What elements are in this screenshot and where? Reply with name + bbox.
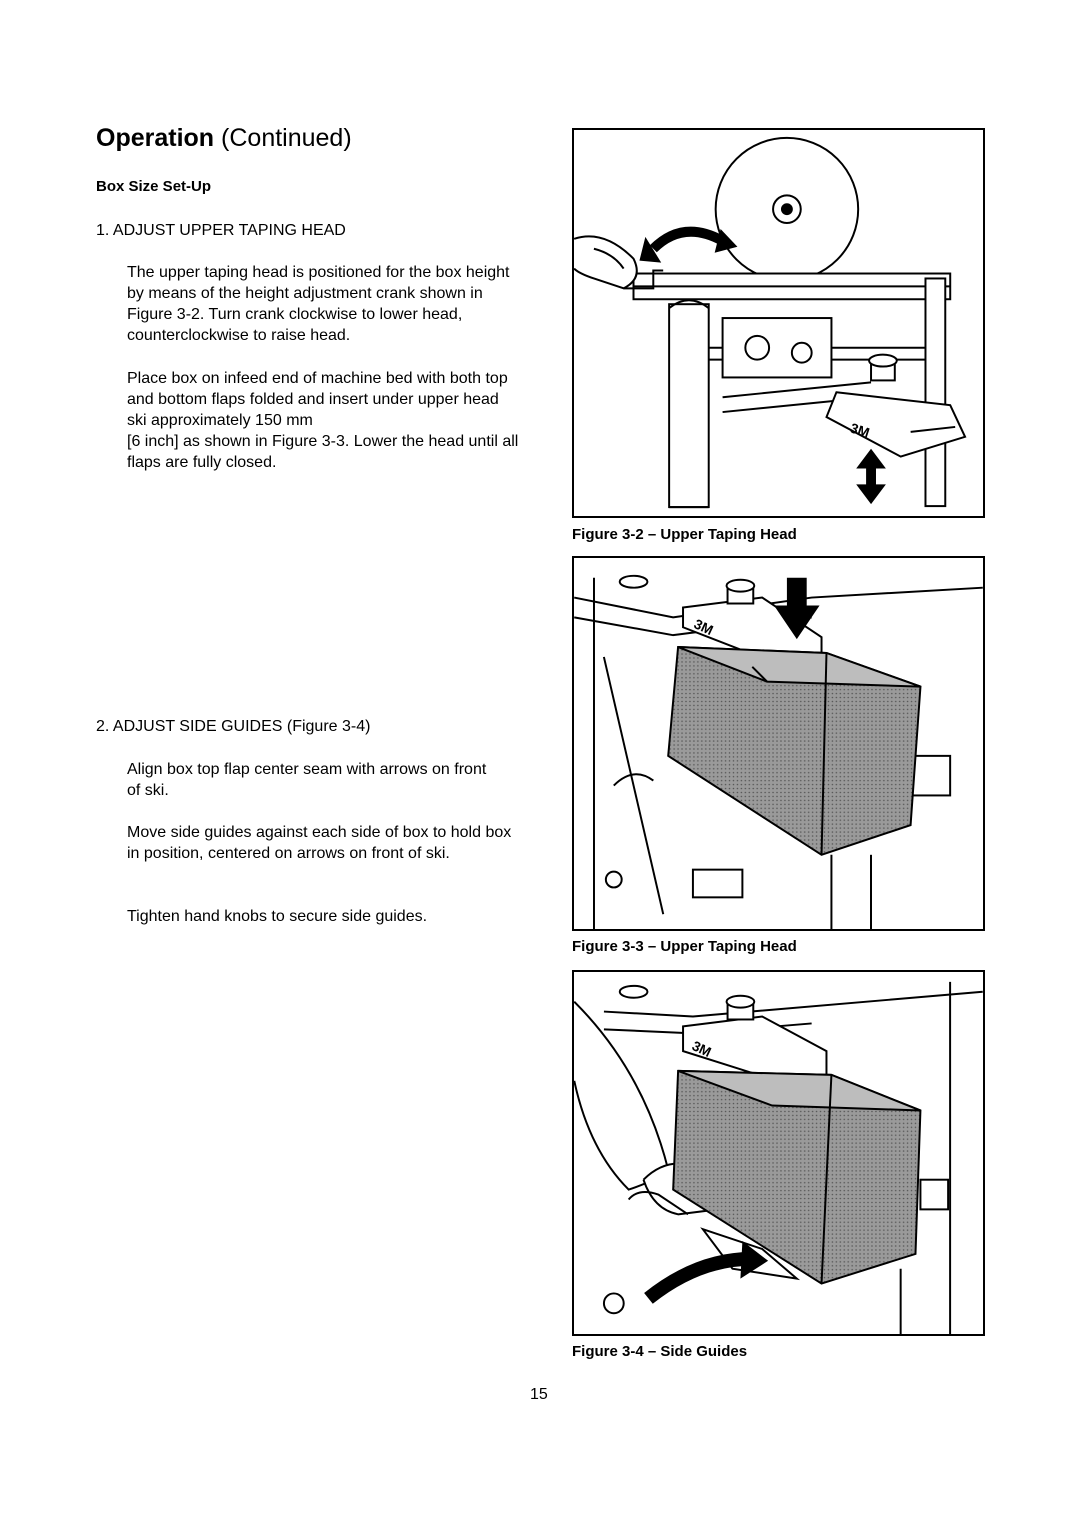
step-1-paragraph-3: [6 inch] as shown in Figure 3-3. Lower t…	[127, 433, 519, 471]
step-2-paragraph-1: Align box top flap center seam with arro…	[127, 761, 487, 799]
step-2-paragraph-2: Move side guides against each side of bo…	[127, 824, 512, 862]
figure-3-4-illustration: 3M	[572, 970, 985, 1336]
page-title: Operation (Continued)	[96, 124, 352, 153]
step-1-paragraph-1: The upper taping head is positioned for …	[127, 264, 510, 344]
figure-3-2-caption: Figure 3-2 – Upper Taping Head	[572, 526, 797, 543]
step-1-heading: 1. ADJUST UPPER TAPING HEAD	[96, 222, 346, 239]
figure-3-4-caption: Figure 3-4 – Side Guides	[572, 1343, 748, 1360]
figure-3-3-illustration: 3M	[572, 556, 985, 931]
logo-3m: 3M	[692, 615, 716, 638]
figure-3-3-caption: Figure 3-3 – Upper Taping Head	[572, 938, 797, 955]
step-1-paragraph-2: Place box on infeed end of machine bed w…	[127, 370, 508, 429]
page-title-main: Operation	[96, 124, 215, 152]
page-title-suffix: (Continued)	[221, 124, 352, 152]
page-number: 15	[530, 1386, 548, 1403]
step-2-paragraph-3: Tighten hand knobs to secure side guides…	[127, 908, 428, 925]
logo-3m: 3M	[848, 420, 871, 441]
figure-3-2-illustration: 3M	[572, 128, 985, 518]
logo-3m: 3M	[690, 1037, 714, 1060]
step-2-heading: 2. ADJUST SIDE GUIDES (Figure 3-4)	[96, 718, 371, 735]
section-heading: Box Size Set-Up	[96, 178, 212, 195]
